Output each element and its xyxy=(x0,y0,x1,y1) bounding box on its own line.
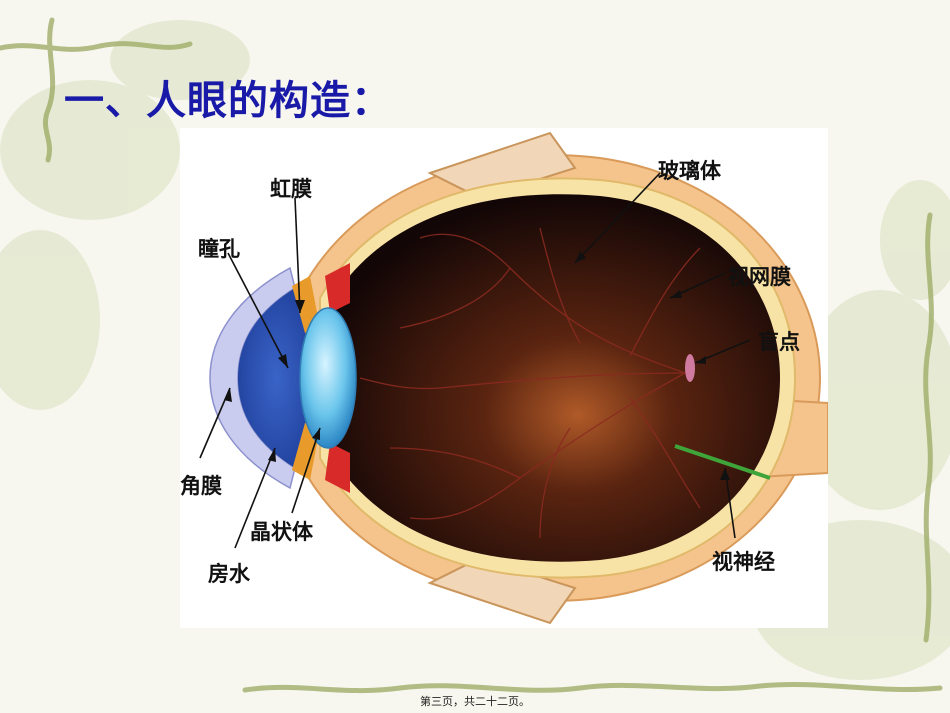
label-blind-spot: 盲点 xyxy=(758,330,800,354)
label-lens: 晶状体 xyxy=(250,520,313,544)
blood-vessels xyxy=(359,227,701,539)
label-iris: 虹膜 xyxy=(270,177,312,201)
page-footer: 第三页，共二十二页。 xyxy=(420,695,530,708)
blind-spot xyxy=(685,354,695,382)
label-aqueous-humor: 房水 xyxy=(208,562,250,586)
optic-nerve xyxy=(674,444,771,480)
label-optic-nerve: 视神经 xyxy=(712,550,775,574)
slide-title: 一、人眼的构造： xyxy=(64,78,392,124)
lens xyxy=(299,307,357,449)
eye-illustration xyxy=(180,128,829,628)
label-cornea: 角膜 xyxy=(180,474,222,498)
aqueous-humor xyxy=(238,288,315,468)
label-vitreous-body: 玻璃体 xyxy=(658,159,721,183)
label-pupil: 瞳孔 xyxy=(198,237,240,261)
eye-diagram: 虹膜 瞳孔 角膜 晶状体 房水 玻璃体 视网膜 盲点 视神经 xyxy=(180,128,829,628)
label-retina: 视网膜 xyxy=(728,265,791,289)
